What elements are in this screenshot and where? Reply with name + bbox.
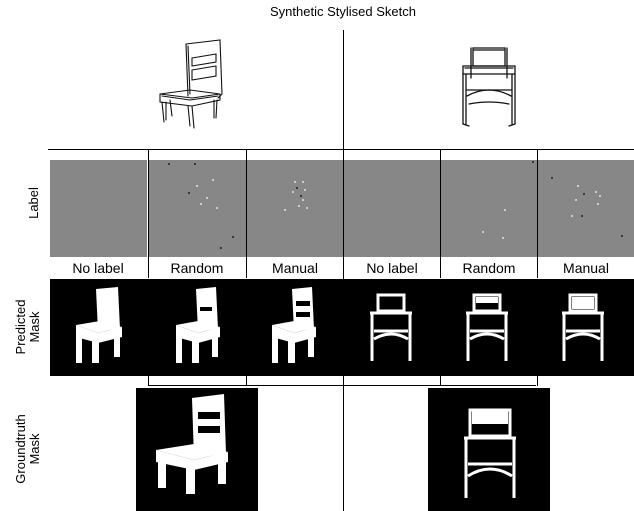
row-label-predicted-line2: Mask [27,311,42,342]
label-panel-no-label-2 [344,160,440,257]
row-separator-top [48,149,634,150]
label-panel-random-1 [149,160,246,257]
predicted-mask-chair-random [168,285,228,371]
row-label-label: Label [27,178,41,228]
label-points [168,163,234,249]
label-panel-no-label-1 [50,160,147,257]
sketch-chair-left [150,38,230,130]
column-divider [440,376,441,386]
column-divider [148,376,149,386]
column-divider [537,376,538,386]
label-panel-manual-1 [247,160,343,257]
row-label-groundtruth-line2: Mask [27,433,42,464]
column-divider [246,376,247,386]
predicted-mask-armchair-no-label [366,291,416,367]
predicted-mask-chair-no-label [70,285,130,371]
row-label-predicted-mask: Predicted Mask [14,297,42,357]
column-label-manual-2: Manual [537,260,634,276]
row-label-groundtruth-line1: Groundtruth [13,414,28,483]
column-label-no-label-2: No label [343,260,441,276]
row-separator-bottom [148,385,536,386]
sketch-armchair-right [455,44,525,130]
groundtruth-mask-chair [136,388,258,511]
groundtruth-mask-armchair [428,388,550,511]
predicted-mask-armchair-random [462,291,512,367]
figure-title: Synthetic Stylised Sketch [0,4,634,19]
predicted-mask-chair-manual [264,285,324,371]
column-label-manual-1: Manual [246,260,344,276]
row-label-predicted-line1: Predicted [13,300,28,355]
column-label-no-label-1: No label [49,260,147,276]
predicted-mask-strip [50,279,634,376]
predicted-mask-armchair-manual [558,291,608,367]
column-label-random-2: Random [440,260,538,276]
column-label-random-1: Random [148,260,246,276]
label-panel-random-2 [441,160,537,257]
row-label-groundtruth-mask: Groundtruth Mask [14,409,42,489]
label-panel-manual-2 [538,160,634,257]
